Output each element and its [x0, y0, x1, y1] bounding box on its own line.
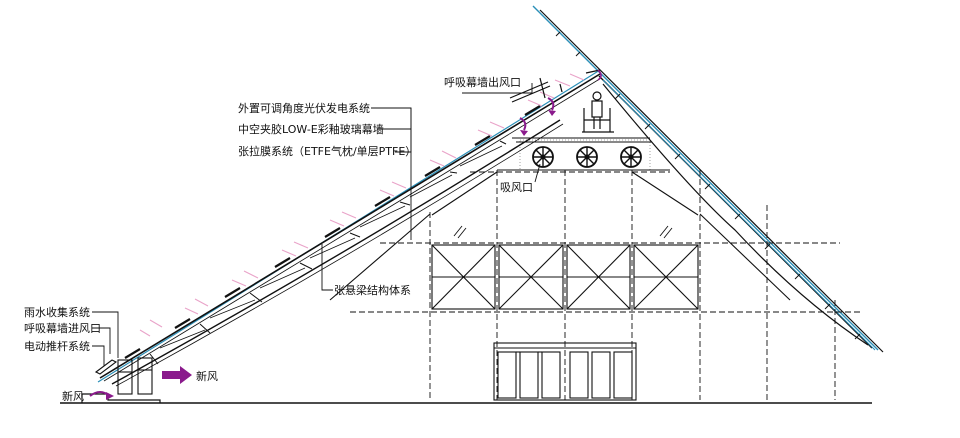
- glass-hatch: [453, 225, 673, 239]
- foundation-step: [81, 393, 161, 403]
- label-fresh-air-left: 新风: [62, 389, 84, 403]
- facade-diagonals: [329, 171, 791, 301]
- x-bracing-panels: [431, 244, 699, 310]
- person-icon: [582, 91, 614, 133]
- label-fresh-air-right: 新风: [196, 369, 218, 383]
- facade-grid: [350, 170, 860, 400]
- outlet-louvers: [509, 69, 601, 103]
- label-rainwater: 雨水收集系统: [24, 305, 90, 319]
- entrance-doors: [493, 342, 637, 401]
- solar-rays: [139, 73, 585, 337]
- fan-icon: [532, 146, 554, 168]
- fan-icon: [576, 146, 598, 168]
- label-membrane-system: 张拉膜系统（ETFE气枕/单层PTFE）: [238, 144, 416, 158]
- label-breathing-inlet: 呼吸幕墙进风口: [24, 321, 101, 335]
- airflow-arrows: [89, 69, 602, 400]
- fresh-air-arrow: [162, 366, 192, 384]
- label-suction-inlet: 吸风口: [500, 181, 533, 194]
- label-pv-system: 外置可调角度光伏发电系统: [238, 101, 370, 115]
- label-actuator: 电动推杆系统: [24, 339, 90, 353]
- left-roof: [97, 69, 601, 387]
- apex-vent-room: [497, 137, 670, 171]
- base-equipment: [94, 357, 153, 395]
- label-glass-curtain: 中空夹胶LOW-E彩釉玻璃幕墙: [238, 122, 384, 136]
- right-roof: [532, 5, 884, 353]
- label-breathing-outlet: 呼吸幕墙出风口: [444, 75, 521, 89]
- leader-lines: [92, 83, 541, 366]
- fan-icon: [620, 146, 642, 168]
- label-cable-truss: 张悬梁结构体系: [334, 283, 411, 297]
